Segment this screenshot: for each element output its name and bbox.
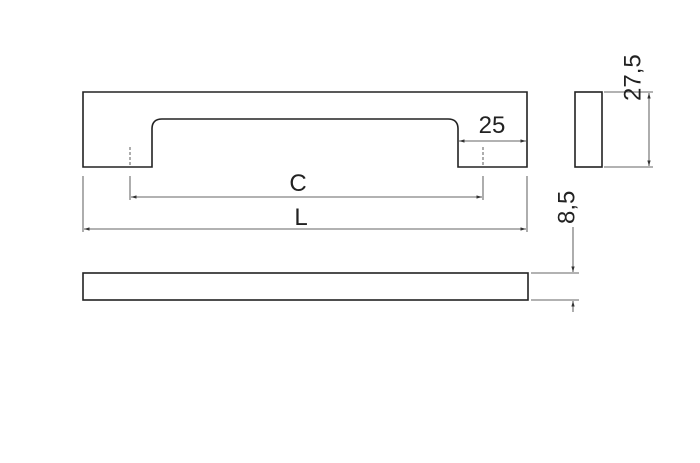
dim-label-l: L [294, 204, 307, 231]
front-view-outline [82, 91, 528, 168]
dim-label-8-5: 8,5 [553, 191, 580, 224]
dim-label-c: C [289, 170, 306, 197]
dim-label-25: 25 [479, 112, 506, 139]
dim-label-27-5: 27,5 [620, 54, 647, 101]
top-view-outline [82, 272, 529, 301]
side-view-outline [574, 91, 603, 168]
